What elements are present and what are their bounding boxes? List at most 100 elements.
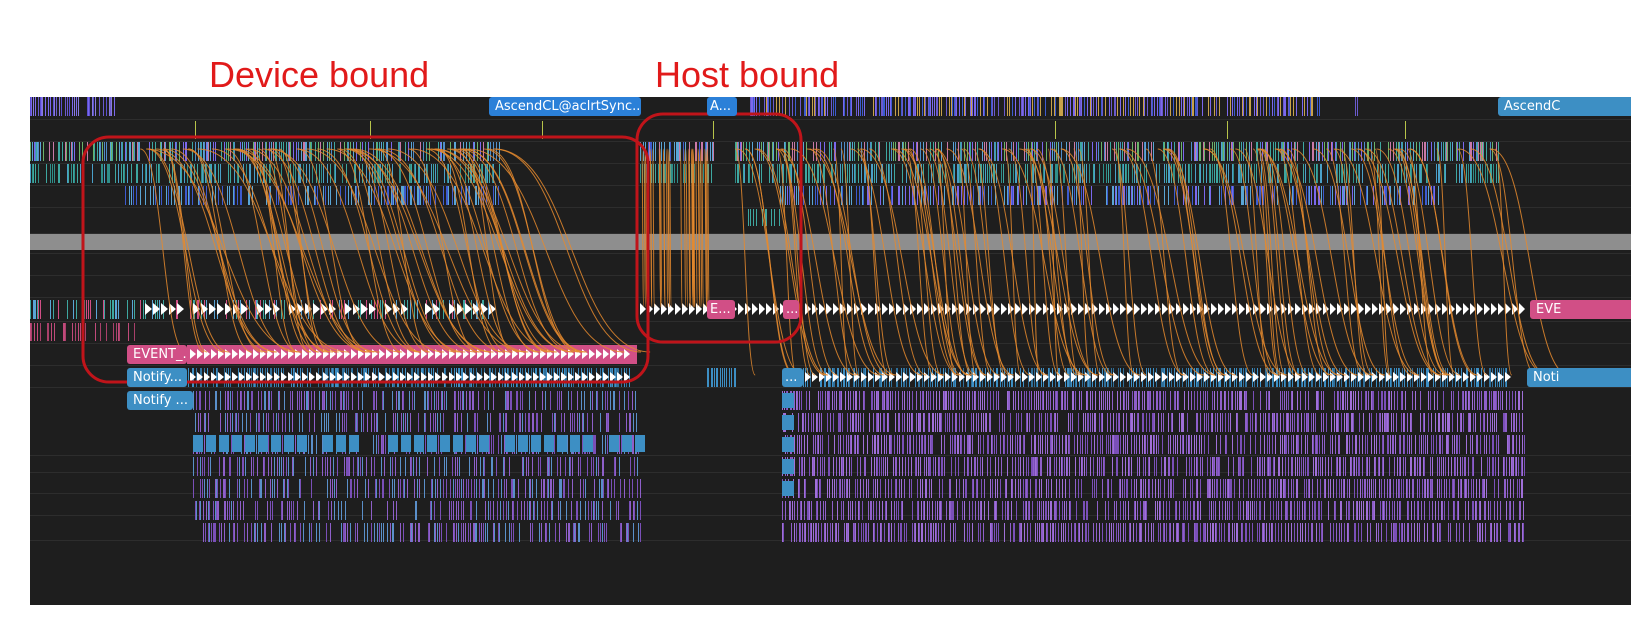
device-kernel-bar [1240,391,1241,410]
device-kernel-bar [268,457,269,476]
device-kernel-bar [1192,479,1193,498]
device-kernel-bar [939,479,940,498]
flow-arrowhead [456,372,462,382]
device-kernel-bar [1207,457,1208,476]
notify-track-bar [293,368,294,387]
device-kernel-bar [1064,391,1065,410]
host-track-bar [1115,186,1116,205]
device-kernel-bar [1146,413,1147,432]
device-kernel-bar [516,391,517,410]
device-kernel-bar [1308,413,1309,432]
host-track-bar [127,164,128,183]
device-kernel-bar [1183,413,1184,432]
device-kernel-bar [397,413,398,432]
device-kernel-bar [1489,435,1490,454]
device-kernel-bar [1039,479,1040,498]
host-track-bar [234,186,235,205]
host-track-bar [1473,164,1474,183]
device-kernel-bar [999,413,1000,432]
device-kernel-bar [920,391,921,410]
flow-arrowhead [305,303,312,315]
host-track-bar [772,142,773,161]
device-kernel-bar [1123,501,1124,520]
host-track-bar [1243,164,1244,183]
device-kernel-bar [541,501,542,520]
notify-track-bar [224,368,225,387]
host-track-bar [1470,142,1471,161]
flow-arrowhead [260,372,266,382]
host-track-bar [958,186,959,205]
host-track-bar [1052,164,1053,183]
device-kernel-bar [1243,479,1244,498]
host-track-bar [1410,164,1411,183]
host-track-bar [391,142,392,161]
host-track-bar [392,164,393,183]
device-kernel-bar [1042,435,1043,454]
host-track-bar [784,142,785,161]
device-kernel-bar [1509,435,1510,454]
device-kernel-bar [498,435,499,454]
top-track-bar [1234,97,1235,116]
device-kernel-bar [356,413,357,432]
device-kernel-bar [898,391,899,410]
device-kernel-bar [1189,457,1190,476]
device-kernel-bar [1094,479,1095,498]
host-track-bar [902,142,903,161]
device-kernel-bar [1020,479,1021,498]
device-kernel-bar [536,413,537,432]
device-kernel-bar [1425,435,1426,454]
device-kernel-bar [1110,413,1111,432]
device-kernel-bar [1136,391,1137,410]
notify-track-bar [504,368,505,387]
device-kernel-bar [1304,413,1305,432]
device-kernel-bar [577,501,578,520]
device-kernel-bar [902,391,903,410]
host-track-bar [765,209,766,226]
device-kernel-bar [876,413,877,432]
host-track-bar [1428,186,1429,205]
notify-track-bar [1273,368,1274,387]
device-kernel-bar [433,413,434,432]
device-kernel-bar [1026,413,1027,432]
host-track-bar [1297,142,1298,161]
host-track-bar [894,164,895,183]
flow-arrowhead [745,303,751,315]
device-kernel-bar [1375,479,1376,498]
host-track-bar [1444,164,1445,183]
top-track-bar [970,97,971,116]
device-kernel-bar [564,479,565,498]
device-kernel-bar [1108,479,1109,498]
device-kernel-bar [1519,435,1520,454]
device-kernel-bar [1320,457,1321,476]
device-kernel-bar [1212,479,1213,498]
device-kernel-bar [1038,435,1039,454]
device-kernel-bar [1053,391,1054,410]
device-kernel-bar [615,457,616,476]
device-kernel-bar [452,457,453,476]
host-track-bar [1251,164,1252,183]
device-kernel-bar [1284,391,1285,410]
device-kernel-bar [1504,413,1505,432]
device-kernel-bar [263,457,264,476]
flow-arrowhead [204,372,210,382]
device-kernel-bar [1465,391,1466,410]
device-kernel-bar [921,501,922,520]
host-track-bar [1305,164,1306,183]
device-kernel-bar [1239,479,1240,498]
device-kernel-bar [263,413,264,432]
trace-timeline[interactable]: AscendCL@aclrtSync... A... AscendC E... … [30,97,1631,605]
flow-arrowhead [1316,372,1322,382]
device-kernel-bar [200,391,201,410]
flow-arrowhead [1134,372,1140,382]
device-kernel-bar [518,479,519,498]
device-kernel-bar [225,501,226,520]
event-track-bar [86,300,87,319]
host-track-bar [1178,142,1179,161]
device-kernel-bar [198,413,199,432]
device-kernel-bar [877,479,878,498]
device-kernel-bar [1138,413,1139,432]
device-kernel-bar [798,479,799,498]
flow-arrowhead [1064,372,1070,382]
device-kernel-bar [461,413,462,432]
device-kernel-bar [1382,413,1383,432]
